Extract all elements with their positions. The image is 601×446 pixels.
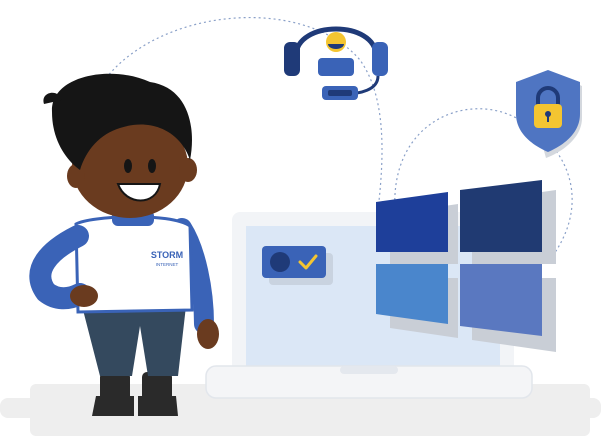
- toggle-switch-checkmark-icon: [262, 246, 333, 285]
- windows-logo-icon: [376, 180, 556, 352]
- headset-support-agent-icon: [284, 26, 388, 100]
- security-shield-padlock-icon: [516, 70, 582, 158]
- shirt-brand-secondary: INTERNET: [156, 262, 179, 267]
- character-illustration: STORM INTERNET: [29, 73, 219, 416]
- shirt-brand-primary: STORM: [151, 250, 183, 260]
